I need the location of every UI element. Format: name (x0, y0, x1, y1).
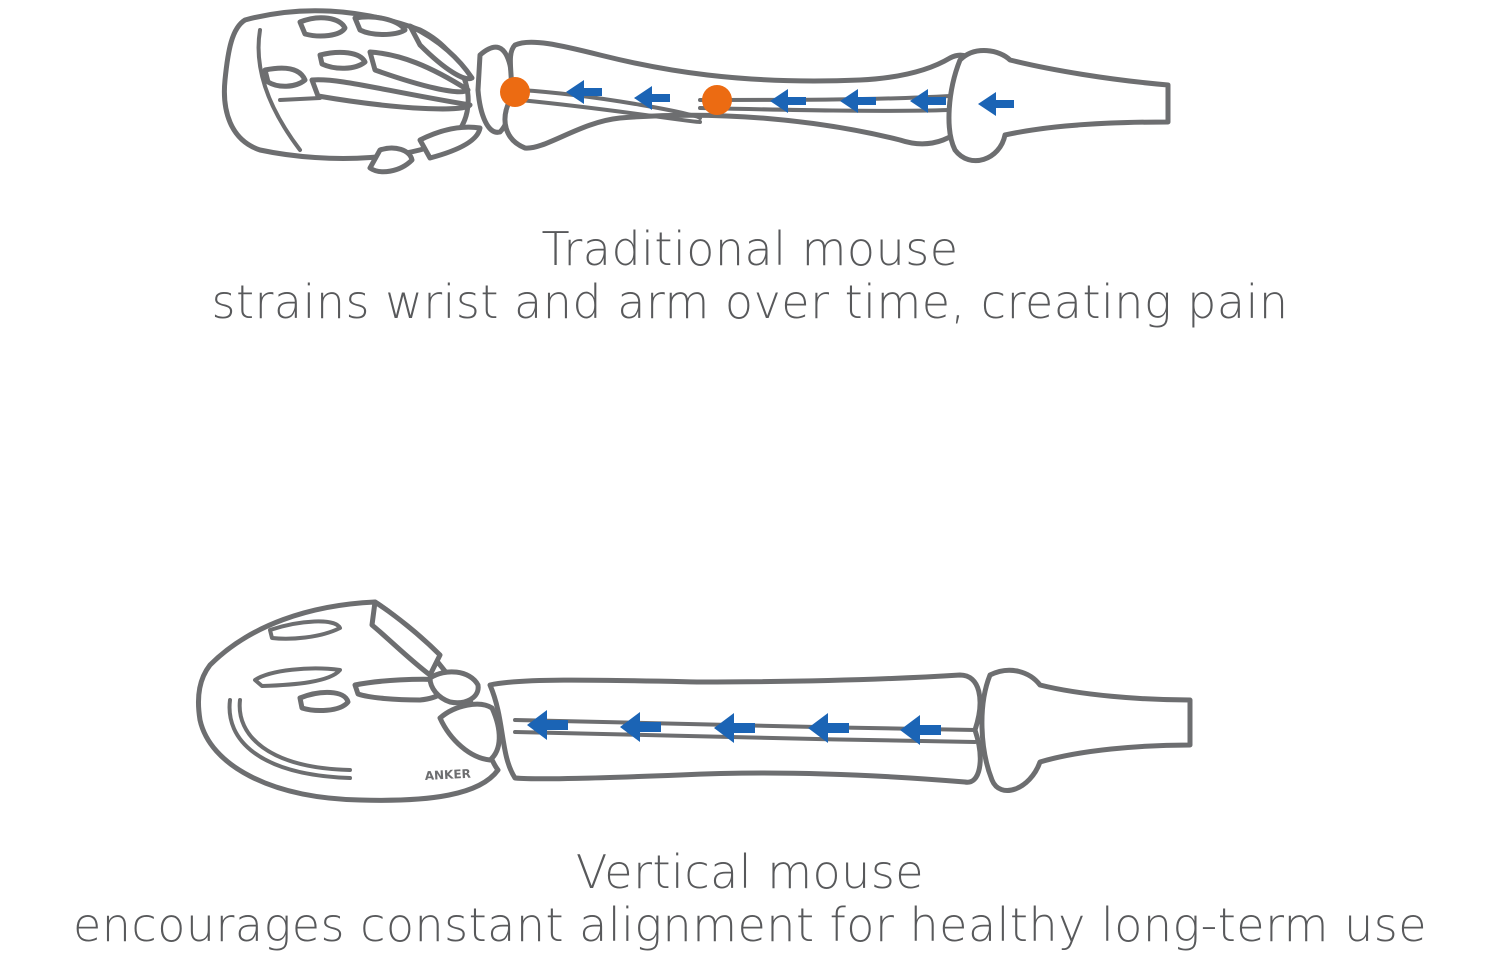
arrow-icon (900, 715, 941, 745)
vertical-title: Vertical mouse (575, 845, 925, 899)
arrow-icon (840, 89, 876, 113)
pain-point-wrist (500, 77, 530, 107)
arrow-icon (620, 712, 661, 742)
traditional-arm-illustration (221, 8, 1171, 175)
arrow-icon (566, 80, 602, 104)
arrow-icon (634, 86, 670, 110)
vertical-arm-illustration: ANKER (195, 599, 1193, 803)
vertical-alignment-arrows (527, 710, 941, 745)
arrow-icon (910, 89, 946, 113)
vertical-subtitle: encourages constant alignment for health… (72, 898, 1428, 952)
pain-point-forearm (702, 85, 732, 115)
arrow-icon (808, 713, 849, 743)
traditional-strain-arrows (566, 80, 1014, 116)
traditional-mouse-panel: Traditional mouse strains wrist and arm … (0, 0, 1500, 340)
arrow-icon (527, 710, 568, 740)
arrow-icon (978, 92, 1014, 116)
brand-logo: ANKER (424, 767, 471, 783)
arrow-icon (770, 89, 806, 113)
arrow-icon (714, 713, 755, 743)
traditional-subtitle: strains wrist and arm over time, creatin… (211, 275, 1289, 329)
vertical-mouse-panel: ANKER Vertical mouse encourages constant… (0, 590, 1500, 961)
traditional-title: Traditional mouse (541, 222, 959, 276)
